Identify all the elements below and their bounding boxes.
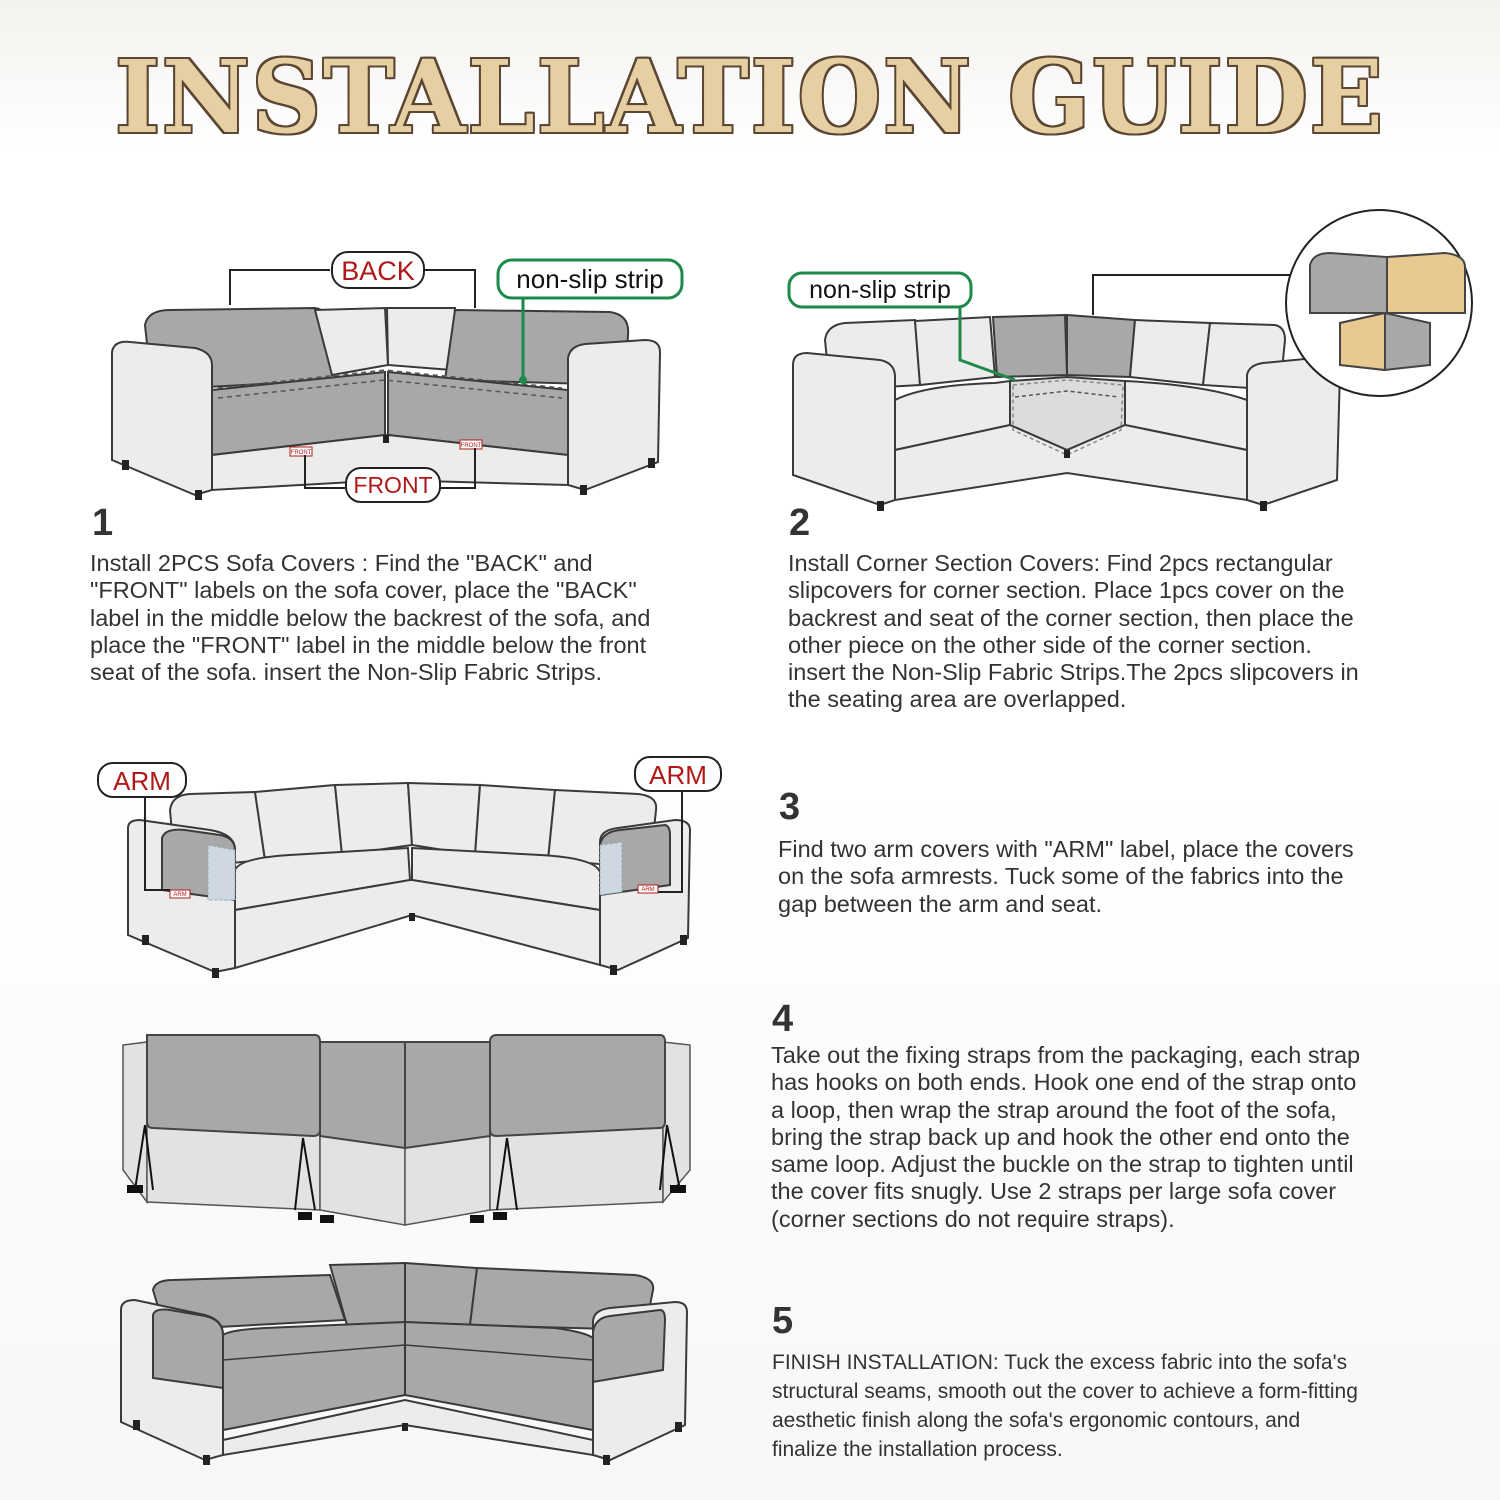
- step-5-number: 5: [772, 1300, 794, 1342]
- arm-label-left: ARM: [113, 766, 171, 796]
- step-2-illustration: non-slip strip: [785, 205, 1485, 515]
- front-label: FRONT: [353, 472, 432, 498]
- step-1-illustration: FRONT FRONT BACK FRONT non-slip strip: [100, 240, 700, 510]
- page-title: INSTALLATION GUIDE: [115, 38, 1385, 156]
- front-tag: FRONT: [291, 450, 312, 456]
- step-4-number: 4: [772, 998, 794, 1040]
- back-label: BACK: [341, 256, 415, 286]
- step-5-illustration: [115, 1260, 705, 1470]
- step-4-text: Take out the fixing straps from the pack…: [771, 1042, 1361, 1232]
- step-3-text: Find two arm covers with "ARM" label, pl…: [778, 836, 1354, 917]
- back-cushion: [385, 307, 457, 372]
- back-cover: [404, 1041, 491, 1150]
- back-cover: [404, 1261, 479, 1332]
- sofa-arm: [111, 340, 213, 497]
- step-5-text: FINISH INSTALLATION: Tuck the excess fab…: [772, 1351, 1358, 1461]
- step-2-text: Install Corner Section Covers: Find 2pcs…: [788, 550, 1359, 713]
- corner-back-cover: [991, 313, 1069, 379]
- front-tag: FRONT: [461, 443, 482, 449]
- arm-cover: [152, 1308, 224, 1390]
- non-slip-strip-label: non-slip strip: [516, 264, 663, 294]
- arm-label-right: ARM: [649, 760, 707, 790]
- step-1-text: Install 2PCS Sofa Covers : Find the "BAC…: [90, 550, 651, 686]
- back-cover: [146, 1034, 321, 1138]
- step-2-number: 2: [789, 502, 811, 544]
- step-4-illustration: [115, 1030, 705, 1230]
- back-cover: [319, 1041, 406, 1150]
- corner-back-cover: [1066, 313, 1137, 379]
- step-3-number: 3: [779, 786, 801, 828]
- non-slip-strip-label: non-slip strip: [809, 276, 951, 304]
- arm-tag: ARM: [641, 887, 654, 893]
- step-3-illustration: ARM ARM ARM ARM: [90, 750, 730, 985]
- back-cover: [489, 1034, 666, 1138]
- arm-tag: ARM: [173, 892, 186, 898]
- step-1-number: 1: [92, 502, 114, 544]
- arm-cover: [592, 1308, 667, 1384]
- sofa-arm: [567, 338, 662, 492]
